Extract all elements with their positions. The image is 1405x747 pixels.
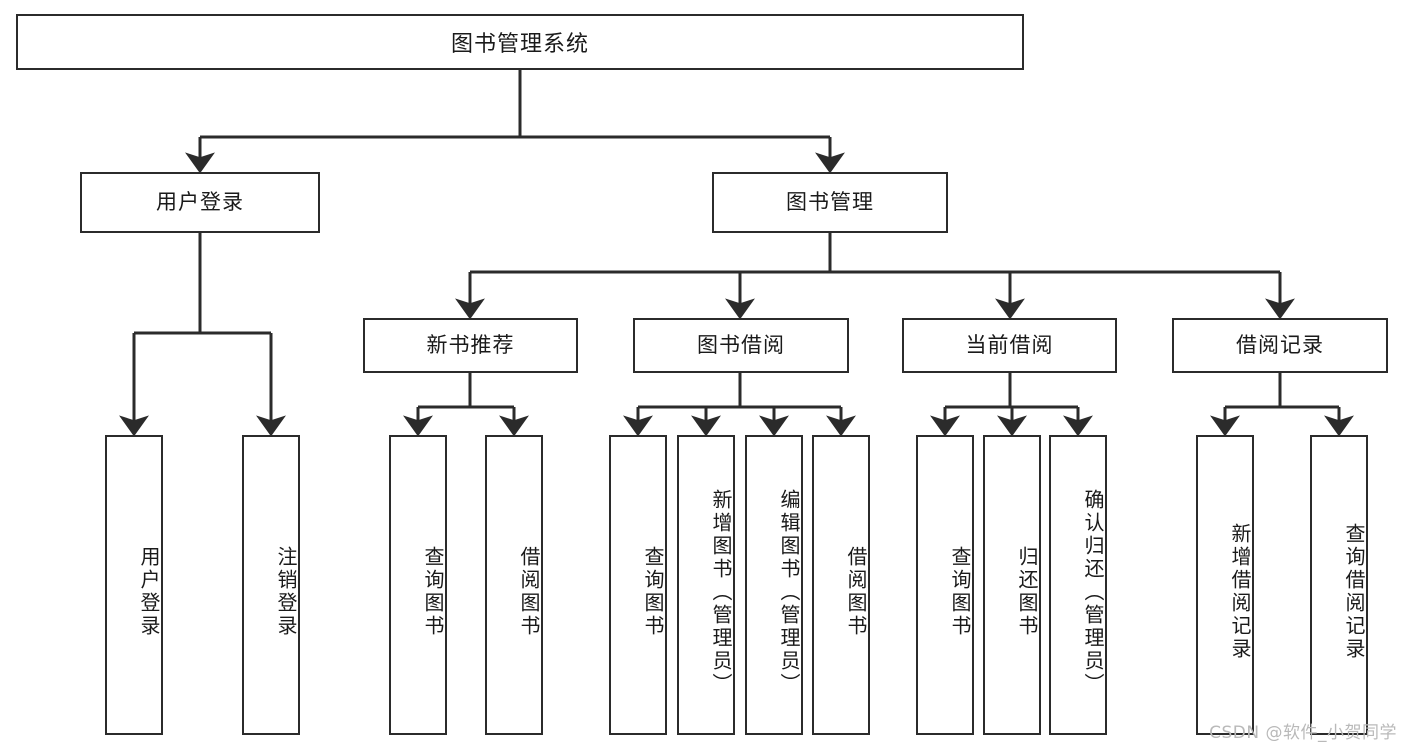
node-user-login-label: 用户登录: [156, 189, 244, 214]
csdn-watermark: CSDN @软件_小贺同学: [1209, 723, 1397, 743]
node-root-system[interactable]: 图书管理系统: [16, 14, 1024, 70]
leaf-label: 借阅图书: [844, 546, 868, 638]
leaf-label: 查询图书: [948, 546, 972, 638]
leaf-label: 归还图书: [1015, 546, 1039, 638]
leaf-book-borrow-query-book[interactable]: 查询图书: [609, 435, 667, 735]
leaf-label: 查询图书: [421, 546, 445, 638]
node-borrow-records-label: 借阅记录: [1236, 332, 1324, 357]
leaf-label: 查询借阅记录: [1342, 523, 1366, 661]
leaf-new-book-query-book[interactable]: 查询图书: [389, 435, 447, 735]
leaf-label: 新增借阅记录: [1228, 523, 1252, 661]
node-book-management-label: 图书管理: [786, 189, 874, 214]
node-new-book-recommend-label: 新书推荐: [426, 332, 515, 357]
leaf-book-borrow-borrow-book[interactable]: 借阅图书: [812, 435, 870, 735]
leaf-borrow-records-add-record[interactable]: 新增借阅记录: [1196, 435, 1254, 735]
leaf-label: 注销登录: [274, 546, 298, 638]
leaf-new-book-borrow-book[interactable]: 借阅图书: [485, 435, 543, 735]
node-book-borrow[interactable]: 图书借阅: [633, 318, 849, 373]
leaf-label: 用户登录: [137, 546, 161, 638]
node-new-book-recommend[interactable]: 新书推荐: [363, 318, 578, 373]
leaf-current-borrow-query-book[interactable]: 查询图书: [916, 435, 974, 735]
node-borrow-records[interactable]: 借阅记录: [1172, 318, 1388, 373]
node-book-borrow-label: 图书借阅: [697, 332, 785, 357]
leaf-user-login-signin[interactable]: 用户登录: [105, 435, 163, 735]
leaf-book-borrow-edit-book[interactable]: 编辑图书（管理员）: [745, 435, 803, 735]
leaf-label: 查询图书: [641, 546, 665, 638]
leaf-current-borrow-return-book[interactable]: 归还图书: [983, 435, 1041, 735]
node-user-login[interactable]: 用户登录: [80, 172, 320, 233]
leaf-book-borrow-add-book[interactable]: 新增图书（管理员）: [677, 435, 735, 735]
node-current-borrow[interactable]: 当前借阅: [902, 318, 1117, 373]
node-root-label: 图书管理系统: [450, 32, 589, 57]
leaf-label: 编辑图书（管理员）: [777, 488, 801, 696]
leaf-current-borrow-confirm-return[interactable]: 确认归还（管理员）: [1049, 435, 1107, 735]
leaf-user-login-signout[interactable]: 注销登录: [242, 435, 300, 735]
node-book-management[interactable]: 图书管理: [712, 172, 948, 233]
leaf-label: 借阅图书: [517, 546, 541, 638]
leaf-label: 确认归还（管理员）: [1081, 488, 1105, 696]
node-current-borrow-label: 当前借阅: [965, 332, 1054, 357]
leaf-label: 新增图书（管理员）: [709, 488, 733, 696]
leaf-borrow-records-query-record[interactable]: 查询借阅记录: [1310, 435, 1368, 735]
